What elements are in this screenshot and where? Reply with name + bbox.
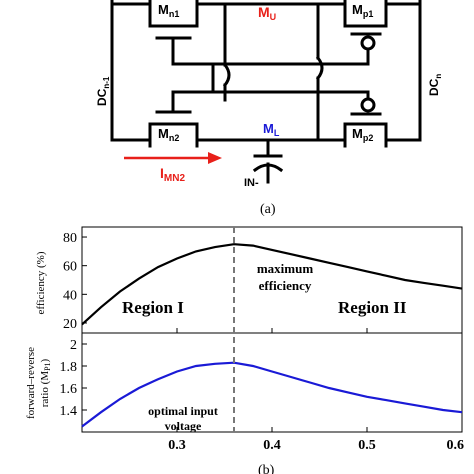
bottom-ylabel-line2: ratio (MP1)	[39, 358, 52, 407]
circuit-labels: Mn1 Mp1 MU Mn2 Mp2 ML DCn-1 DCn IMN2 IN-	[95, 2, 443, 189]
mu-crossover-hop-2	[315, 55, 324, 81]
mp2-label: Mp2	[352, 126, 373, 143]
annotation-region-2: Region II	[338, 298, 407, 317]
efficiency-series-line	[81, 243, 463, 326]
caption-a: (a)	[260, 202, 276, 217]
bottom-ytick-label: 1.8	[60, 360, 78, 375]
bottom-ytick-label: 1.4	[60, 404, 78, 419]
mp1-label: Mp1	[352, 2, 373, 19]
top-ytick-label: 60	[63, 260, 77, 275]
caption-b: (b)	[258, 463, 275, 474]
xtick-label: 0.4	[263, 438, 281, 453]
mn2-label: Mn2	[158, 126, 179, 143]
annotation-efficiency: efficiency	[259, 278, 312, 293]
ml-label: ML	[263, 121, 280, 138]
mp1-gate-bubble	[360, 35, 376, 51]
top-y-ticks: 20 40 60 80	[63, 231, 87, 332]
top-ylabel: efficiency (%)	[35, 251, 47, 314]
mu-crossover-hop-1	[222, 62, 231, 88]
dc-right-label: DCn	[427, 74, 443, 96]
bottom-ytick-label: 1.6	[60, 382, 78, 397]
ratio-series-line	[81, 361, 463, 428]
bottom-y-ticks: 1.4 1.6 1.8 2	[60, 338, 87, 419]
mn1-label: Mn1	[158, 2, 179, 19]
bottom-ytick-label: 2	[70, 338, 77, 353]
mu-label: MU	[258, 4, 276, 22]
bottom-plot-frame	[81, 332, 463, 433]
annotation-optimal-input: optimal input	[148, 404, 218, 418]
annotation-voltage: voltage	[165, 419, 202, 433]
bottom-ylabel-line1: forward–reverse	[25, 347, 37, 419]
xtick-label: 0.5	[358, 438, 376, 453]
dc-left-label: DCn-1	[95, 76, 111, 106]
bottom-x-ticks: 0.3 0.4 0.5 0.6	[168, 328, 464, 453]
imn2-label: IMN2	[160, 165, 185, 184]
annotation-maximum: maximum	[257, 261, 314, 276]
top-ytick-label: 40	[63, 288, 77, 303]
circuit-diagram	[110, 0, 422, 184]
top-ytick-label: 80	[63, 231, 77, 246]
imn2-arrow	[124, 152, 222, 164]
top-ytick-label: 20	[63, 317, 77, 332]
in-minus-label: IN-	[244, 177, 259, 189]
charts: 20 40 60 80 efficiency (%) Region I maximum…	[25, 226, 464, 453]
xtick-label: 0.6	[447, 438, 465, 453]
xtick-label: 0.3	[168, 438, 186, 453]
annotation-region-1: Region I	[122, 298, 184, 317]
mp2-gate-bubble	[360, 97, 376, 113]
